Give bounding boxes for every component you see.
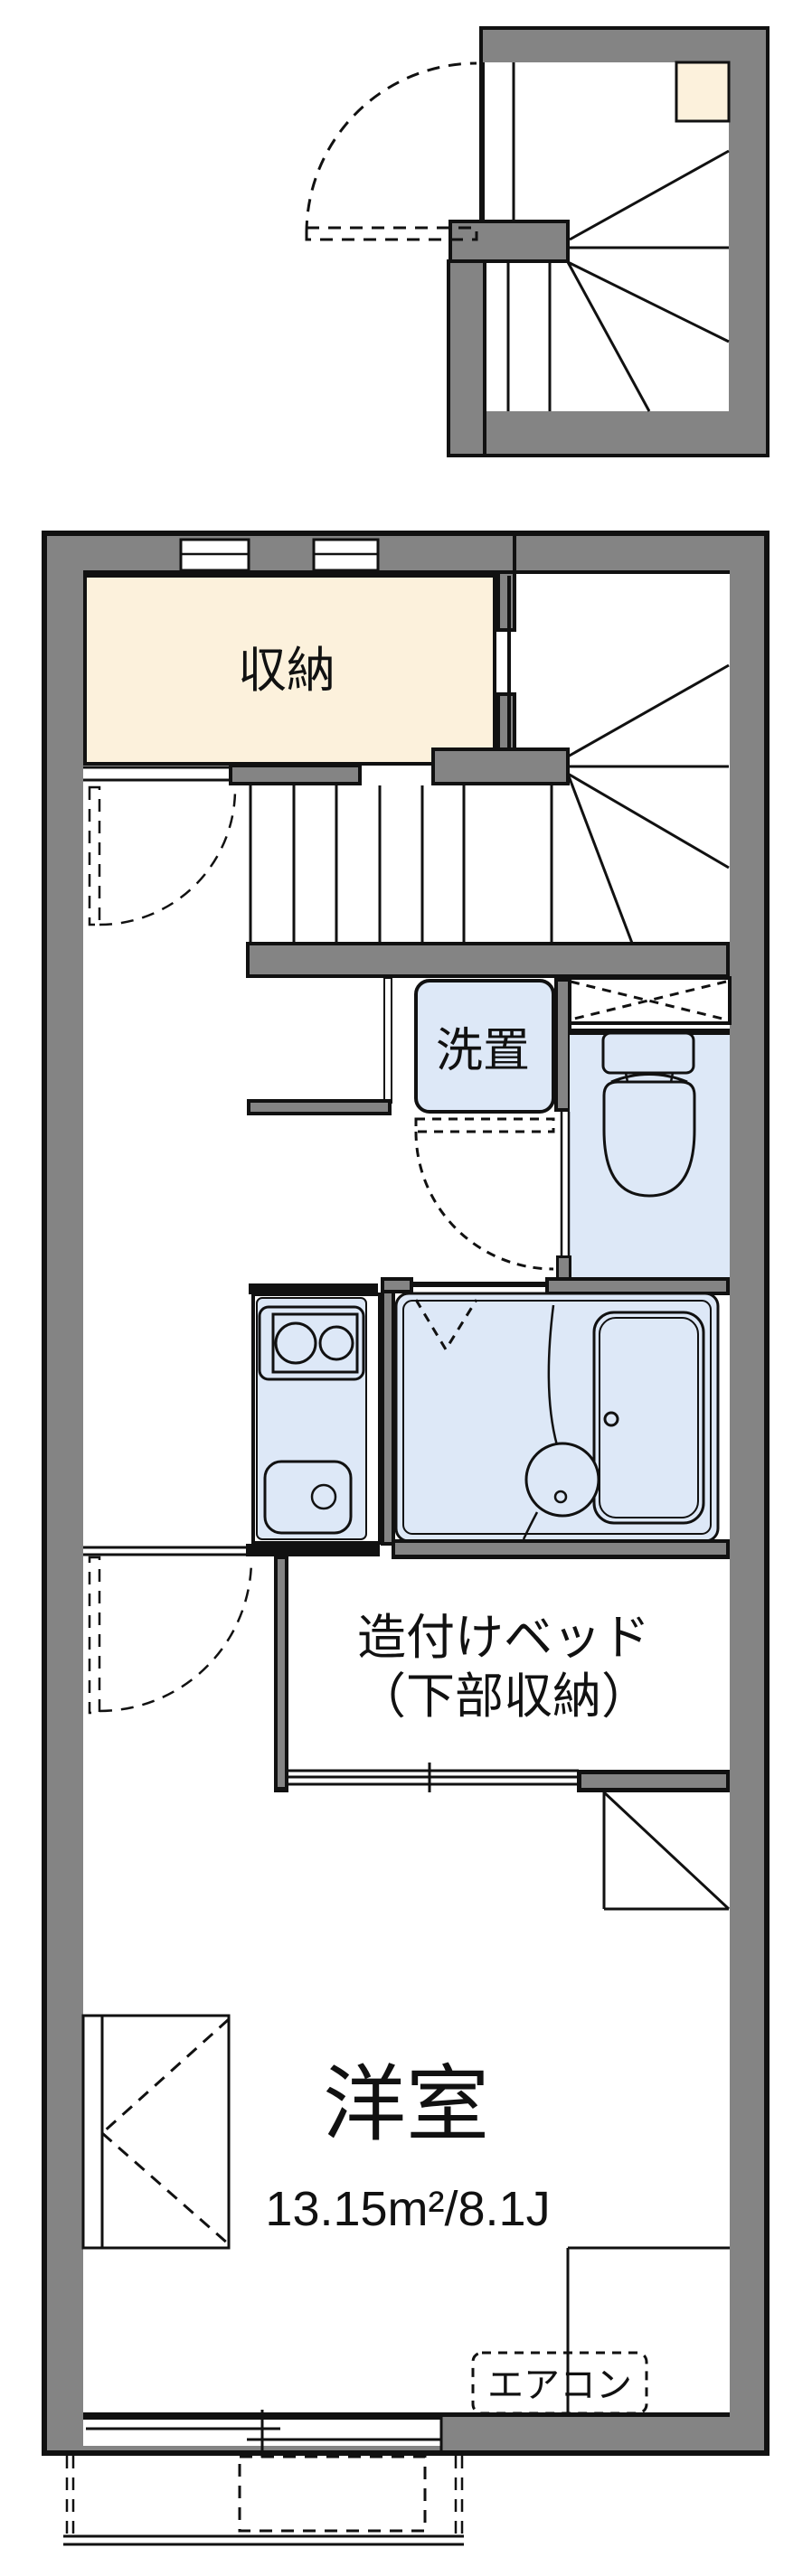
- stove-icon: [258, 1305, 365, 1381]
- staircase: [249, 576, 730, 946]
- laundry-space: 洗置: [414, 979, 555, 1114]
- built-in-bed-room: 造付けベッド （下部収納）: [274, 1556, 730, 1792]
- western-room: 洋室 13.15m²/8.1J エアコン: [81, 2014, 730, 2416]
- bathtub-icon: [592, 1311, 705, 1525]
- storage-room-label: 収納: [238, 644, 335, 698]
- top-wall-window-2: [312, 538, 380, 572]
- western-room-area: 13.15m²/8.1J: [265, 2182, 550, 2236]
- bath-folding-door-icon: [414, 1299, 478, 1352]
- overhead-shelf: [565, 976, 732, 1025]
- side-window-icon: [81, 2014, 231, 2250]
- bed-label-line1: 造付けベッド: [357, 1611, 650, 1665]
- aircon-unit: エアコン: [471, 2351, 648, 2415]
- room-door-swing-icon: [88, 1556, 253, 1715]
- hall-door-swing-icon: [88, 785, 237, 926]
- storage-room: 収納: [83, 574, 496, 782]
- storage-room-floor: [83, 574, 496, 766]
- main-unit: 収納: [42, 531, 770, 2458]
- entrance-stair-unit: [305, 26, 770, 457]
- bathroom: [394, 1292, 720, 1543]
- balcony-dashed-area: [238, 2455, 427, 2533]
- western-room-label: 洋室: [323, 2059, 489, 2151]
- washbasin-icon: [522, 1304, 600, 1540]
- bed-label-line2: （下部収納）: [357, 1669, 650, 1724]
- shoe-cabinet: [675, 61, 731, 123]
- bottom-sliding-window-icon: [83, 2410, 730, 2458]
- laundry-pan: [414, 979, 555, 1114]
- washroom-door-swing-icon: [414, 1117, 555, 1271]
- kitchen: [246, 1283, 382, 1556]
- laundry-label: 洗置: [436, 1025, 530, 1077]
- entrance-winder-stairs: [506, 149, 730, 412]
- sink-icon: [263, 1460, 353, 1535]
- top-wall-window-1: [179, 538, 250, 572]
- entrance-door-swing-icon: [305, 61, 478, 241]
- toilet-fixture-icon: [601, 1031, 696, 1198]
- toilet-room: [556, 1029, 730, 1282]
- balcony: [63, 2455, 464, 2546]
- aircon-label: エアコン: [487, 2365, 632, 2405]
- refrigerator-space-icon: [602, 1791, 731, 1911]
